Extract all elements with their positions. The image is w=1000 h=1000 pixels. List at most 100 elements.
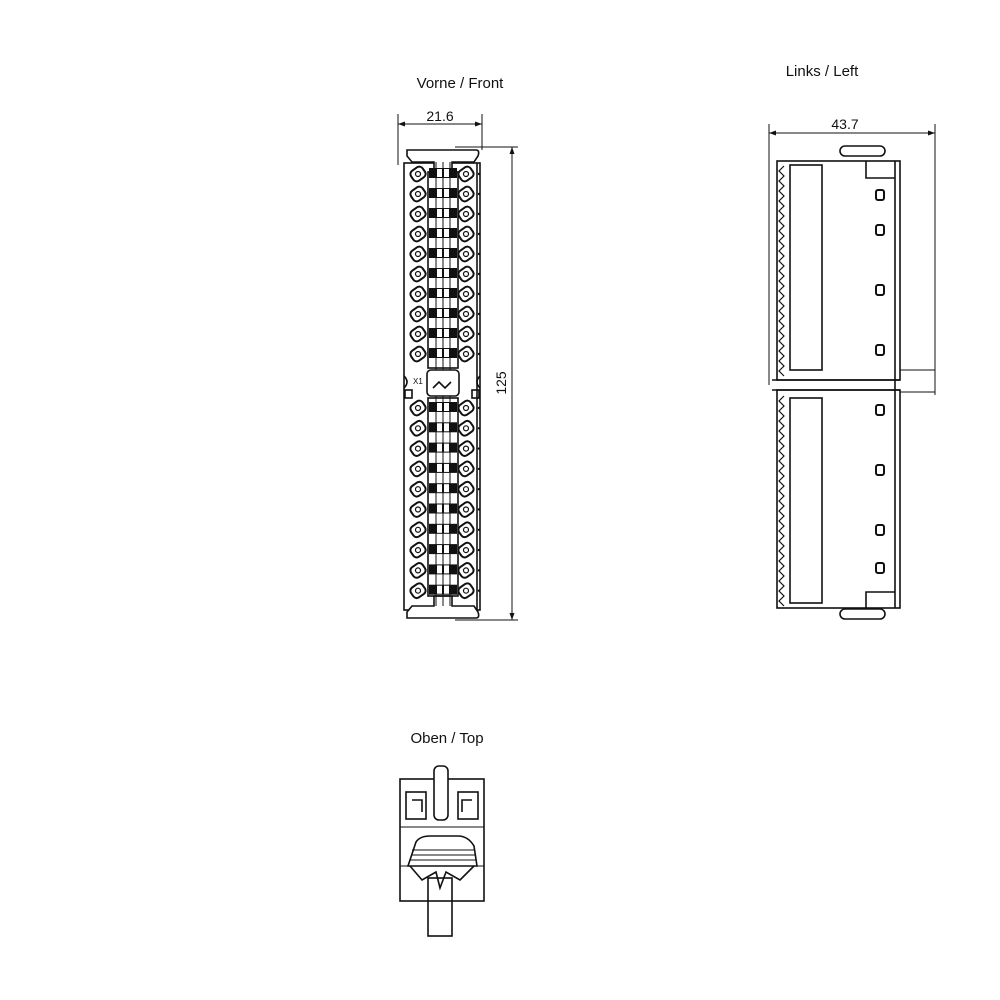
terminal-screw [457, 345, 475, 363]
mounting-holes [875, 189, 885, 574]
terminal-contact [429, 288, 457, 298]
edge-mark [477, 406, 481, 410]
edge-mark [477, 352, 481, 356]
terminal-screw [457, 460, 475, 478]
terminal-screw [409, 419, 427, 437]
contact-slot [437, 249, 442, 257]
edge-mark [477, 192, 481, 196]
terminal-screw [409, 205, 427, 223]
edge-mark [477, 569, 481, 572]
terminal-screw [409, 265, 427, 283]
terminal-screw [409, 480, 427, 498]
contact-slot [437, 269, 442, 277]
left-view: Links / Left 43.7 [768, 63, 936, 620]
contact-slot [444, 289, 449, 297]
contact-slot [437, 545, 442, 554]
edge-mark [477, 427, 481, 430]
terminal-profile-zigzag [778, 165, 785, 377]
terminal-contact [429, 268, 457, 278]
left-view-title: Links / Left [786, 63, 859, 80]
edge-mark [477, 232, 481, 236]
contact-slot [444, 249, 449, 257]
terminal-screw [457, 245, 475, 263]
terminal-contact [429, 402, 457, 412]
terminal-screw [409, 185, 427, 203]
edge-mark [477, 292, 481, 296]
mounting-hole [875, 189, 885, 201]
edge-mark [477, 172, 481, 176]
contact-slot [444, 309, 449, 317]
connector-label: X1 [413, 377, 423, 386]
terminal-contact [429, 483, 457, 494]
left-depth-dimension: 43.7 [768, 116, 936, 395]
terminal-contact [429, 503, 457, 514]
terminal-screw [409, 325, 427, 343]
edge-mark [477, 508, 481, 511]
terminal-contact [429, 544, 457, 555]
contact-slot [444, 229, 449, 237]
terminal-screw [409, 501, 427, 518]
terminal-rows [409, 165, 481, 600]
edge-mark [477, 272, 481, 276]
terminal-profile [778, 165, 785, 607]
contact-slot [437, 209, 442, 217]
terminal-screw [457, 285, 475, 303]
terminal-contact [429, 248, 457, 258]
mounting-hole [875, 284, 885, 296]
top-view: Oben / Top [399, 730, 485, 937]
contact-slot [437, 504, 442, 513]
edge-mark [477, 589, 481, 592]
edge-mark [477, 332, 481, 336]
contact-slot [437, 169, 442, 177]
contact-slot [444, 189, 449, 197]
terminal-screw [457, 205, 475, 223]
terminal-screw [409, 541, 427, 559]
terminal-screw [457, 225, 475, 243]
contact-slot [444, 585, 449, 594]
terminal-screw [457, 185, 475, 203]
contact-slot [437, 229, 442, 237]
terminal-profile-zigzag [778, 395, 785, 607]
terminal-screw [409, 225, 427, 243]
terminal-screw [457, 521, 475, 539]
terminal-contact [429, 462, 457, 473]
mounting-hole [875, 344, 885, 356]
contact-slot [437, 423, 442, 432]
contact-slot [444, 484, 449, 493]
terminal-screw [457, 325, 475, 343]
front-width-dimension: 21.6 [397, 108, 483, 165]
terminal-screw [409, 521, 427, 539]
contact-slot [437, 443, 442, 452]
contact-slot [444, 565, 449, 574]
terminal-screw [409, 562, 427, 579]
contact-slot [444, 524, 449, 533]
edge-mark [477, 212, 481, 216]
contact-slot [444, 209, 449, 217]
front-width-value: 21.6 [426, 108, 453, 124]
terminal-contact [429, 422, 457, 433]
terminal-contact [429, 208, 457, 218]
terminal-contact [429, 584, 457, 595]
terminal-contact [429, 308, 457, 318]
terminal-screw [457, 305, 475, 323]
contact-slot [444, 403, 449, 411]
contact-slot [437, 349, 442, 357]
terminal-screw [409, 582, 427, 600]
edge-mark [477, 488, 481, 491]
edge-mark [477, 528, 481, 531]
mounting-hole [875, 404, 885, 416]
front-height-dimension: 125 [455, 146, 518, 621]
contact-slot [444, 545, 449, 554]
mounting-hole [875, 224, 885, 236]
left-depth-value: 43.7 [831, 116, 858, 132]
contact-slot [437, 463, 442, 472]
terminal-screw [409, 285, 427, 303]
mounting-hole [875, 464, 885, 476]
edge-mark [477, 467, 481, 471]
terminal-screw [457, 399, 475, 417]
terminal-screw [457, 440, 475, 457]
terminal-screw [457, 419, 475, 437]
top-view-title: Oben / Top [410, 730, 483, 747]
